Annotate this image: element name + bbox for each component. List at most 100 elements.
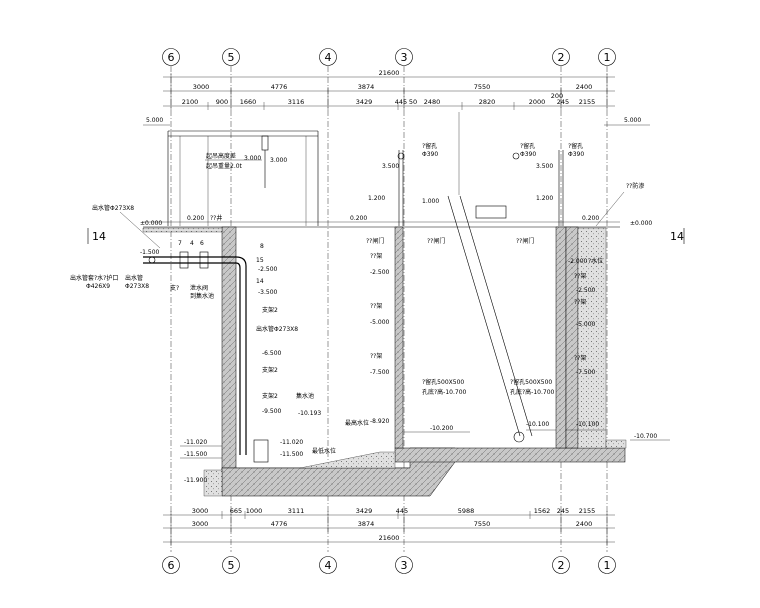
label-rack-f: ??架 [574, 354, 586, 362]
top-dimension-chains: 21600 3000 4776 3874 7550 2400 2100 900 … [163, 69, 615, 110]
dim-top-r1-4: 2400 [576, 83, 593, 91]
label-rack-c: ??架 [370, 352, 382, 360]
label-hole-1: ?留孔 [422, 142, 437, 150]
axis-3-bottom: 3 [401, 559, 408, 572]
label-support2c: 支架2 [262, 392, 278, 400]
dim-top-r1-1: 4776 [271, 83, 288, 91]
small-4: 4 [190, 240, 194, 247]
label-opening-b1: ?留孔500X500 [510, 378, 552, 386]
dim-top-r1-3: 7550 [474, 83, 491, 91]
elev-top-left: 5.000 [146, 117, 163, 124]
dim-bot-r2-1: 4776 [271, 520, 288, 528]
middle-chamber: ??闸门 ??闸门 ??闸门 ??架 -2.500 ??架 -5.000 ??架… [345, 112, 556, 443]
dim-top-r2-9: 2000 [529, 98, 546, 106]
section-mark-left: 14 [92, 230, 106, 243]
elev-e1000: 1.000 [422, 198, 439, 205]
axis-1-top: 1 [604, 51, 611, 64]
label-opening-a1: ?留孔500X500 [422, 378, 464, 386]
label-opening-b2: 孔底?高-10.700 [510, 388, 555, 396]
elev-p11900: -11.900 [184, 477, 207, 484]
elev-e1200b: 1.200 [536, 195, 553, 202]
elev-m5000: -5.000 [370, 319, 390, 326]
label-rack-a: ??架 [370, 252, 382, 260]
label-outlet-left-1: 出水管套?水?护口 [70, 274, 118, 282]
dim-bot-r1-8: 245 [557, 507, 569, 515]
dim-top-r2-4: 3429 [356, 98, 373, 106]
dim-bot-r1-6: 5988 [458, 507, 475, 515]
label-right-top: ??防渗 [626, 182, 644, 190]
dim-bot-r1-2: 1000 [246, 507, 263, 515]
dim-bot-r1-0: 3000 [192, 507, 209, 515]
dim-bot-r1-7: 1562 [534, 507, 551, 515]
pump-room-elevations: -2.500 14 -3.500 支架2 出水管Φ273X8 -6.500 支架… [180, 266, 336, 484]
label-hole-2b: Φ390 [520, 151, 536, 158]
elev-m8920: -8.920 [370, 418, 390, 425]
dim-bot-r2-0: 3000 [192, 520, 209, 528]
label-support2b: 支架2 [262, 366, 278, 374]
elev-m10200: -10.200 [430, 425, 453, 432]
elev-r5000: -5.000 [576, 321, 596, 328]
axis-6-top: 6 [168, 51, 175, 64]
elev-top-right: 5.000 [624, 117, 641, 124]
dim-bot-r2-2: 3874 [358, 520, 375, 528]
elev-e1200a: 1.200 [368, 195, 385, 202]
label-rack-b: ??架 [370, 302, 382, 310]
label-right-water: ?水位 [588, 257, 603, 265]
top-axis-bubbles: 6 5 4 3 2 1 [162, 48, 616, 66]
dim-top-r2-10: 245 [557, 98, 569, 106]
dim-bot-total: 21600 [379, 534, 400, 542]
label-outlet-left-1b: Φ426X9 [86, 283, 110, 290]
dim-top-r2-1: 900 [216, 98, 228, 106]
dim-top-r2-7: 2480 [424, 98, 441, 106]
bottom-axis-bubbles: 6 5 4 3 2 1 [162, 556, 616, 574]
label-hole-3b: Φ390 [568, 151, 584, 158]
label-hole-3: ?留孔 [568, 142, 583, 150]
dim-top-r2-0: 2100 [182, 98, 199, 106]
dim-bot-r1-4: 3429 [356, 507, 373, 515]
elev-r2000: -2.000 [568, 258, 588, 265]
elev-r10700: -10.700 [634, 433, 657, 440]
crane-frame: 起吊高度差 起吊重量2.0t 3.000 3.000 [167, 130, 319, 226]
label-outlet-left-2b: Φ273X8 [125, 283, 149, 290]
crane-note-1: 起吊高度差 [206, 152, 236, 160]
elev-m2500: -2.500 [370, 269, 390, 276]
elev-slab-a: 0.200 [187, 215, 204, 222]
dim-bot-r2-3: 7550 [474, 520, 491, 528]
ground-slab: ±0.000 ±0.000 0.200 0.200 0.200 ??井 [140, 214, 652, 228]
dim-bot-r1-9: 2155 [579, 507, 596, 515]
axis-5-bottom: 5 [228, 559, 235, 572]
label-outlet-pipe-top: 出水管Φ273X8 [92, 204, 134, 212]
label-rack-d: ??架 [574, 272, 586, 280]
structure-walls [142, 226, 627, 497]
dim-top-r2-5: 445 [395, 98, 407, 106]
label-well-tag: ??井 [210, 214, 222, 222]
dim-top-r2-6: 50 [409, 98, 417, 106]
left-outlet-pipe: 出水管Φ273X8 -1.500 出水管套?水?护口 Φ426X9 出水管 Φ2… [70, 204, 264, 455]
elev-r7500: -7.500 [576, 369, 596, 376]
elev-left-1500: -1.500 [140, 249, 160, 256]
small-8: 8 [260, 243, 264, 250]
dim-top-r1-0: 3000 [193, 83, 210, 91]
elev-p11500a: -11.500 [184, 451, 207, 458]
dim-bot-r1-5: 445 [396, 507, 408, 515]
label-sluice-mid: ??闸门 [427, 237, 445, 245]
preset-holes: ?留孔 Φ390 3.500 ?留孔 Φ390 ?留孔 Φ390 3.500 1… [368, 142, 584, 226]
elev-p10193: -10.193 [298, 410, 321, 417]
bottom-dimension-chains: 3000 665 1000 3111 3429 445 5988 1562 24… [163, 507, 615, 546]
axis-4-top: 4 [325, 51, 332, 64]
elev-p11020a: -11.020 [184, 439, 207, 446]
elev-slab-c: 0.200 [582, 215, 599, 222]
dim-14a: 14 [256, 278, 264, 285]
label-outlet-pipe-mid: 出水管Φ273X8 [256, 325, 298, 333]
label-sluice-mid2: ??闸门 [516, 237, 534, 245]
dim-top-r2-2: 1660 [240, 98, 257, 106]
axis-2-top: 2 [558, 51, 565, 64]
dim-top-total: 21600 [379, 69, 400, 77]
section-markers: 14 14 [87, 228, 685, 244]
label-lowest-level2: 最高水位 [345, 419, 369, 427]
axis-3-top: 3 [401, 51, 408, 64]
dim-bot-r1-3: 3111 [288, 507, 305, 515]
dim-top-extra: 200 [551, 92, 563, 100]
elev-ground-right: ±0.000 [630, 220, 652, 227]
